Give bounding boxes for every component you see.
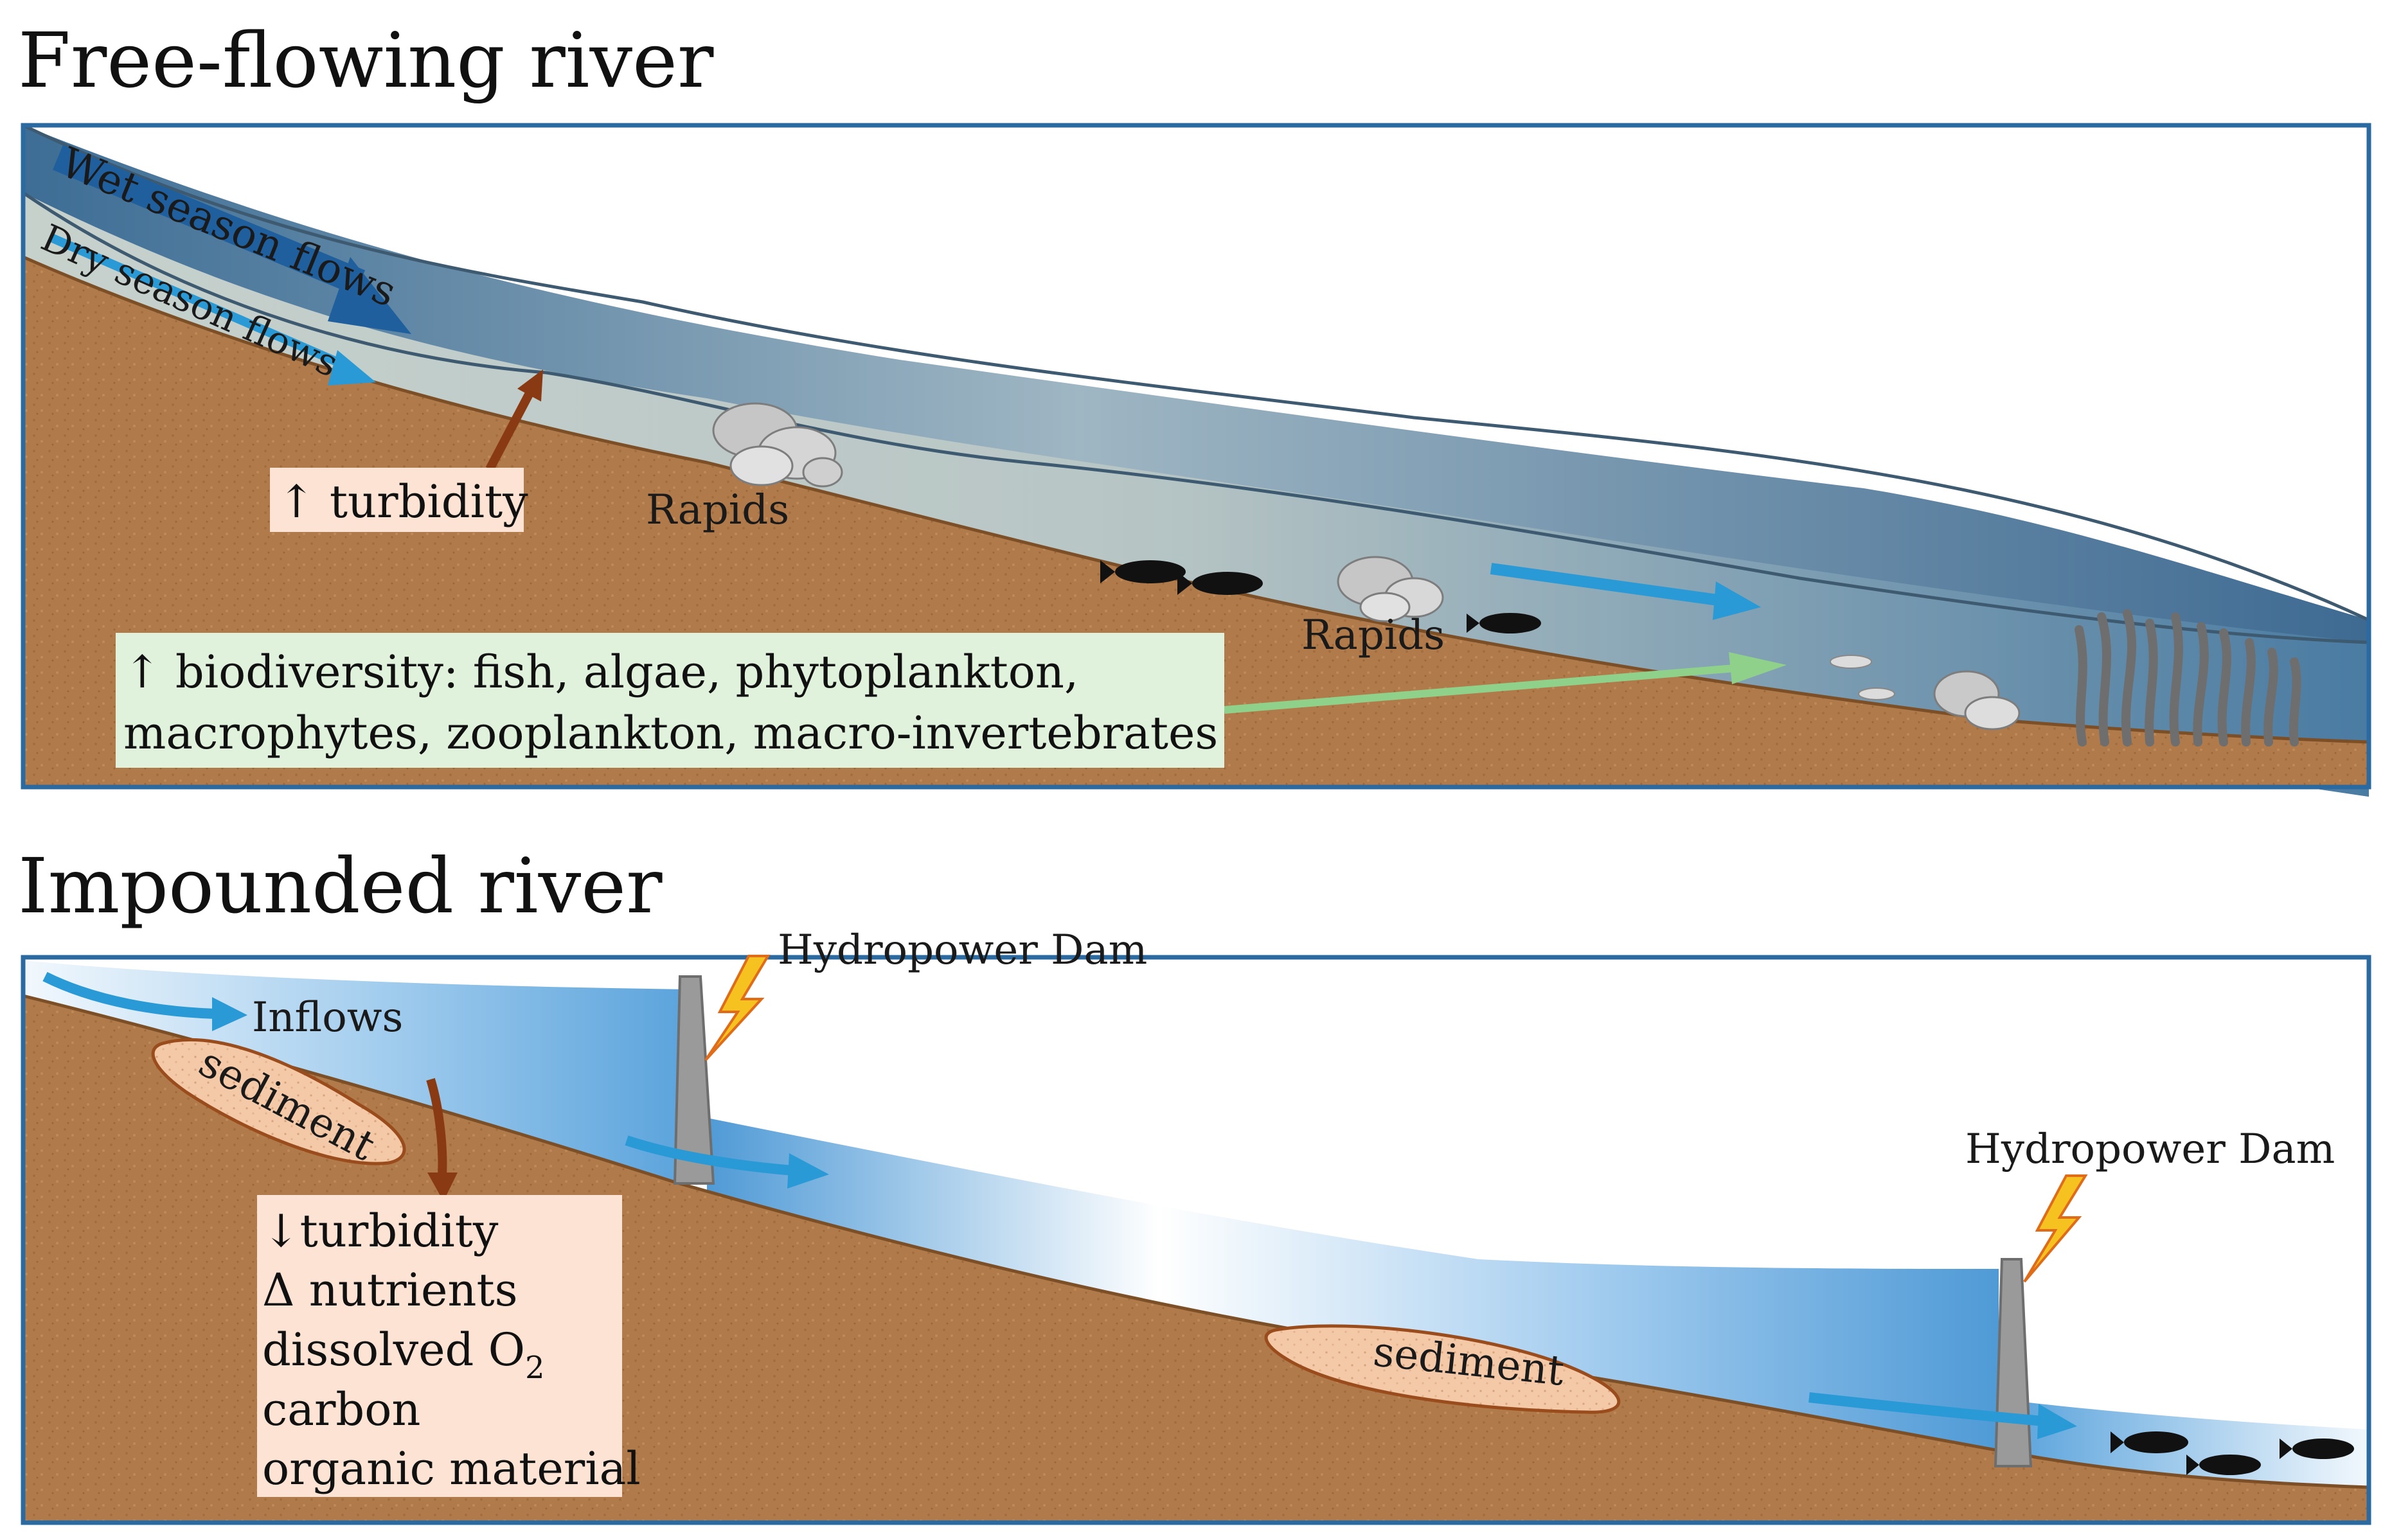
inflows-label: Inflows [252,994,403,1041]
lightning-icon-2 [2023,1174,2088,1283]
turbidity-arrow [485,389,535,472]
top-riverbed-edge [22,255,2370,744]
hydropower-dam-1 [673,975,715,1185]
rapids-rocks-3 [1933,670,2021,730]
turbidity-label: ↑ turbidity [278,475,528,528]
rapids-rocks-1 [712,402,843,488]
sediment-deposit-2 [1264,1324,1621,1414]
dry-season-water [23,193,2369,797]
zooplankton [1830,655,1895,700]
effect-oxygen: dissolved O2 [262,1323,545,1386]
lightning-icon-1 [704,955,771,1061]
effect-nutrients: Δ nutrients [262,1264,518,1316]
turbidity-arrowhead [517,369,543,402]
effect-organic: organic material [262,1442,641,1495]
downstream-flow-arrow [1490,563,1724,606]
wet-surface-line [22,123,2370,622]
biodiversity-arrowhead [1729,652,1787,684]
rapids-label-1: Rapids [646,486,789,534]
spillway-arrow-1 [625,1135,794,1176]
wet-season-arrowhead [328,257,411,334]
wet-season-arrow [52,145,366,296]
rapids-rocks-2 [1337,556,1444,623]
dry-surface-line [22,191,2370,644]
fish-group-1 [1100,560,1541,633]
rapids-label-2: Rapids [1301,612,1445,659]
outflow-arrow [1808,1392,2044,1426]
deposition-arrow [426,1077,447,1176]
deposition-arrowhead [427,1173,458,1201]
top-panel-frame [21,123,2371,790]
biodiversity-line-2: macrophytes, zooplankton, macro-inverteb… [123,707,1218,759]
dam-label-1: Hydropower Dam [778,926,1147,974]
top-panel-title: Free-flowing river [18,16,714,105]
turbidity-box [270,468,524,532]
spillway-arrowhead-1 [787,1153,829,1189]
bottom-panel-frame [21,955,2371,1525]
effect-turbidity: ↓turbidity [262,1205,499,1257]
biodiversity-arrow [1224,664,1736,714]
inflow-arrow [42,971,216,1019]
effects-box [257,1195,622,1497]
sediment-deposit-1 [151,1038,406,1165]
impounded-river-panel: Inflows sediment ↓turbidity Δ nutrients … [21,926,2371,1525]
dry-season-arrow [49,233,349,371]
dry-season-arrowhead [328,350,376,385]
fish-group-2 [2111,1431,2354,1475]
dam-label-2: Hydropower Dam [1965,1126,2335,1173]
biodiversity-line-1: ↑ biodiversity: fish, algae, phytoplankt… [123,646,1078,698]
macrophytes [2075,609,2301,747]
outflow-arrowhead [2037,1404,2077,1439]
bottom-panel-title: Impounded river [18,842,663,930]
inflow-arrowhead [212,997,247,1031]
biodiversity-box [116,633,1224,768]
effect-carbon: carbon [262,1383,420,1436]
downstream-flow-arrowhead [1713,581,1761,620]
free-flowing-river-panel: Wet season flows Dry season flows ↑ turb… [21,123,2371,797]
